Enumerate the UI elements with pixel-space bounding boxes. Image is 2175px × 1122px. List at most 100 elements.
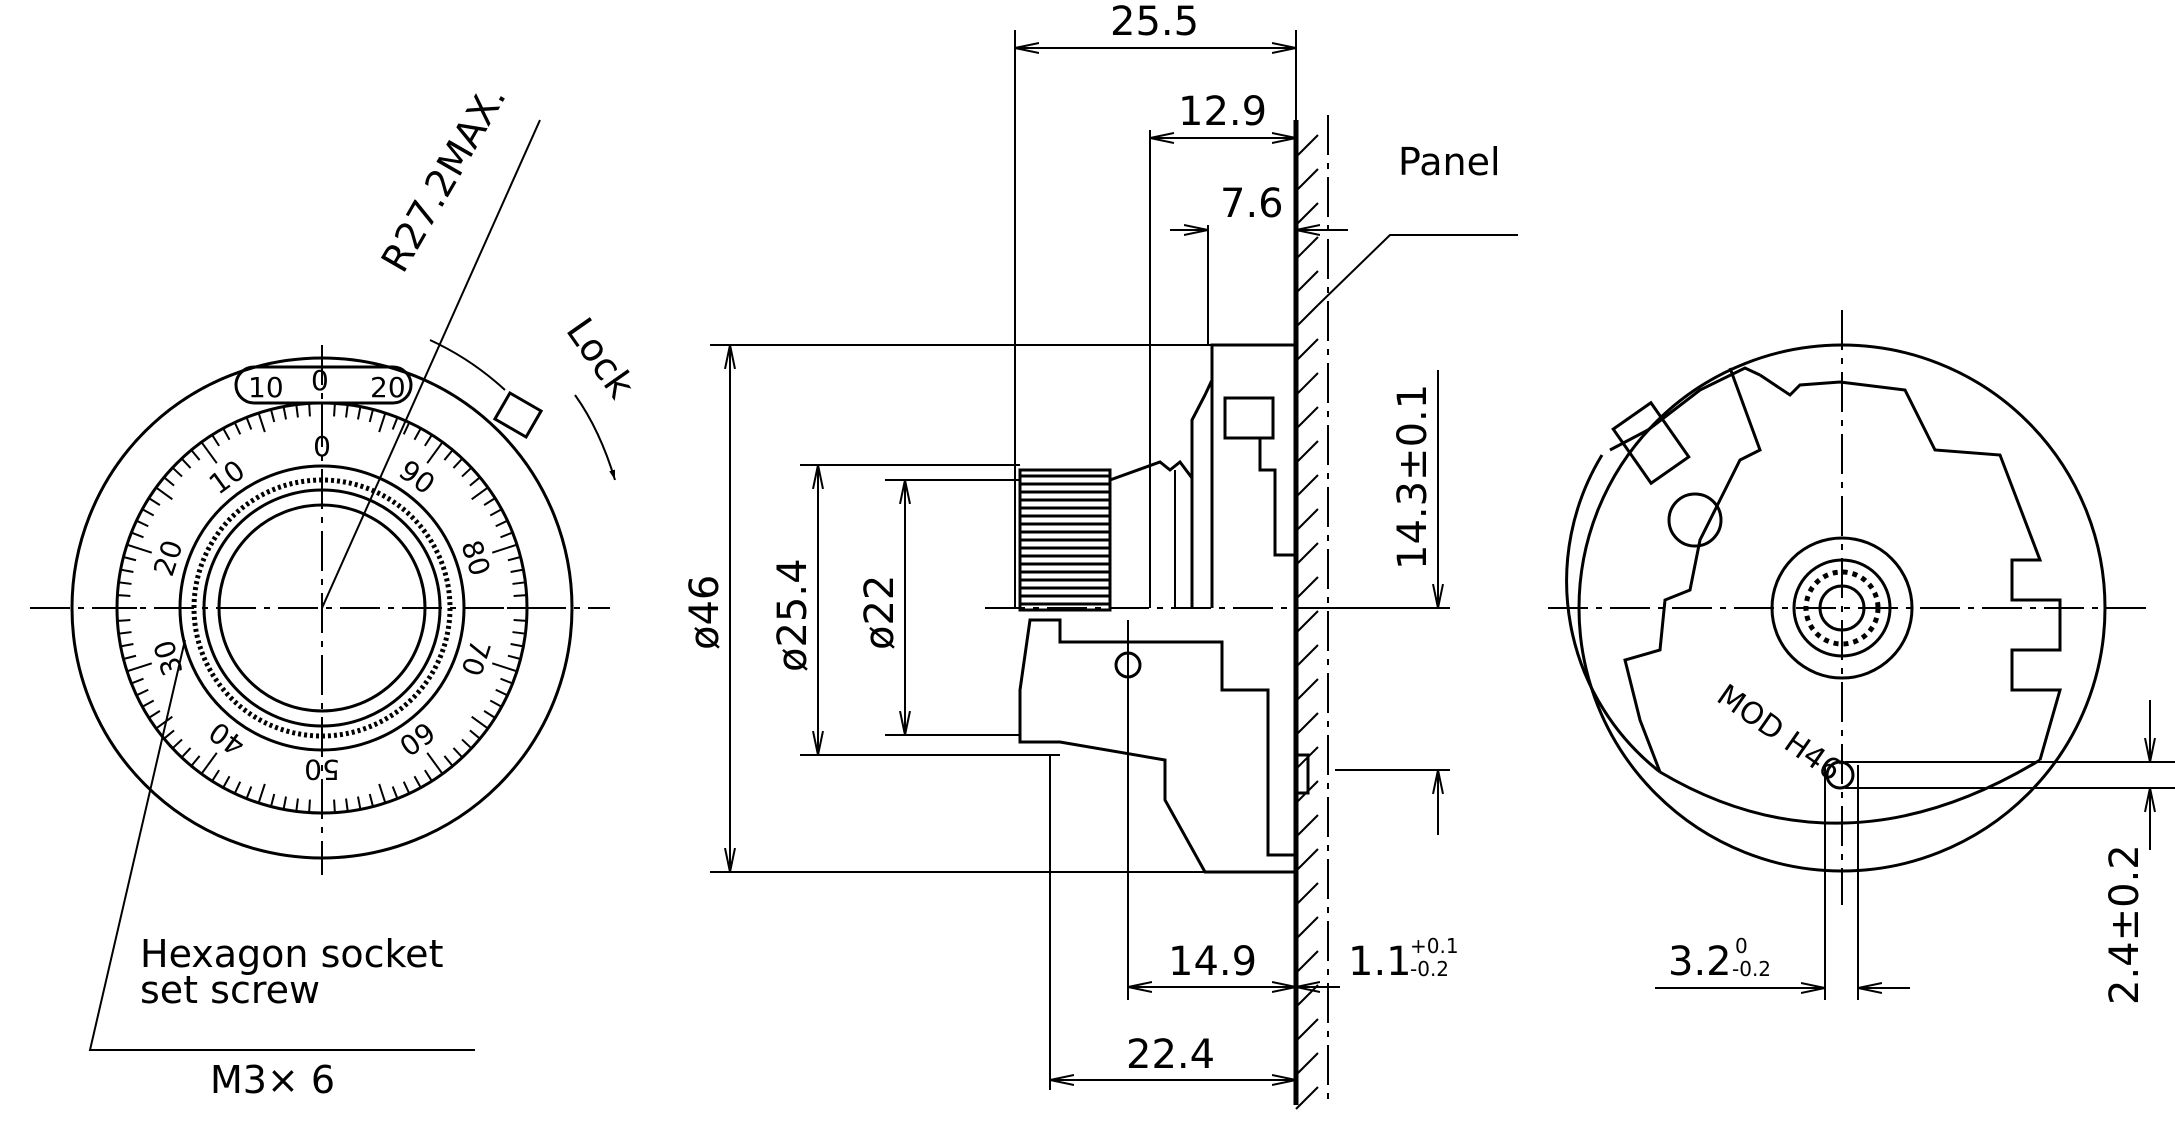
- rear-cam-left-edge: [1623, 367, 1762, 773]
- dial-tick: [118, 631, 132, 635]
- dial-tick: [495, 519, 508, 528]
- rear-inner-arc-left: [1565, 454, 1661, 774]
- dial-tick: [495, 688, 508, 697]
- dial-tick: [391, 786, 399, 799]
- dial-tick: [378, 783, 387, 804]
- rear-pin-hole: [1667, 492, 1723, 548]
- dial-tick: [402, 422, 411, 435]
- dial-tick: [123, 556, 137, 562]
- dial-tick: [368, 793, 374, 807]
- dial-tick: [500, 531, 513, 539]
- lock-label: Lock: [558, 310, 644, 406]
- dial-tick: [489, 699, 503, 708]
- radius-leader-line: [321, 119, 541, 609]
- dial-tick: [118, 581, 132, 585]
- dial-tick: [190, 755, 201, 767]
- rear-outer-circle: [1577, 343, 2107, 873]
- dial-tick: [513, 594, 527, 597]
- dial-tick: [391, 417, 399, 430]
- dial-tick: [131, 677, 144, 685]
- panel-hatch-stroke: [1295, 1052, 1319, 1076]
- dial-tick: [424, 769, 433, 782]
- panel-hatch-stroke: [1295, 576, 1319, 600]
- shaft-boss-ring: [1792, 558, 1892, 658]
- screw-leader-line: [88, 639, 475, 1051]
- counter-label-20: 20: [370, 371, 406, 404]
- dial-tick: [245, 786, 253, 799]
- dial-tick: [222, 427, 231, 441]
- dial-tick: [141, 508, 155, 517]
- dial-tick: [131, 531, 144, 539]
- panel-hatch: [1295, 134, 1319, 1110]
- side-view: 25.5 12.9 7.6 Panel ø46 ø25.4 ø22 14.3±0…: [682, 0, 1518, 1110]
- dim-label-dia-46: ø46: [682, 575, 728, 650]
- dial-tick: [148, 710, 161, 719]
- dim-tol-1-1-upper: +0.1: [1410, 934, 1459, 958]
- dial-tick: [356, 406, 362, 420]
- panel-hatch-stroke: [1295, 644, 1319, 668]
- dial-tick: [120, 568, 134, 574]
- panel-hatch-stroke: [1295, 814, 1319, 838]
- dial-tick: [413, 775, 422, 789]
- dial-tick: [333, 403, 336, 417]
- dial-tick: [489, 508, 503, 517]
- dial-scale-label: 90: [393, 454, 441, 502]
- dial-tick: [245, 417, 253, 430]
- screw-label-line1: Hexagon socket: [140, 932, 443, 976]
- dial-tick: [443, 449, 454, 461]
- dial-tick: [513, 619, 527, 622]
- panel-leader-line: [1317, 234, 1518, 306]
- dial-tick: [295, 404, 299, 418]
- dial-tick: [233, 422, 242, 435]
- dial-tick: [233, 781, 242, 794]
- shaft-boss-outer: [1770, 536, 1914, 680]
- panel-hatch-stroke: [1295, 712, 1319, 736]
- dial-tick: [308, 799, 311, 813]
- dial-tick: [500, 677, 513, 685]
- dial-scale-label: 10: [203, 454, 251, 502]
- panel-hatch-stroke: [1295, 882, 1319, 906]
- dim-tol-3-2-upper: 0: [1735, 934, 1748, 958]
- dial-tick: [345, 404, 349, 418]
- dial-tick: [117, 594, 131, 597]
- dial-tick: [507, 556, 521, 562]
- counter-label-0: 0: [311, 364, 329, 397]
- dial-tick: [512, 631, 526, 635]
- dial-tick: [443, 755, 454, 767]
- dial-tick: [510, 568, 524, 574]
- knurled-grip: [1018, 468, 1112, 612]
- dial-tick: [190, 449, 201, 461]
- locating-pin: [1294, 753, 1310, 795]
- panel-hatch-stroke: [1295, 406, 1319, 430]
- panel-hatch-stroke: [1295, 474, 1319, 498]
- dial-tick: [378, 412, 387, 433]
- model-marking: MOD H46: [1710, 678, 1847, 789]
- dim-label-14-9: 14.9: [1168, 939, 1257, 985]
- dim-label-7-6: 7.6: [1220, 181, 1284, 227]
- dial-tick: [120, 642, 134, 648]
- dial-tick: [136, 519, 149, 528]
- dial-tick: [295, 798, 299, 812]
- panel-hatch-stroke: [1295, 610, 1319, 634]
- dim-label-12-9: 12.9: [1178, 89, 1267, 135]
- dial-tick: [270, 409, 276, 423]
- scale-inner-circle: [178, 464, 466, 752]
- screw-label-line2: set screw: [140, 968, 320, 1012]
- dial-tick: [171, 738, 183, 750]
- dial-tick: [282, 406, 288, 420]
- dial-tick: [155, 715, 173, 730]
- dial-tick: [148, 497, 161, 506]
- dial-tick: [452, 747, 464, 759]
- panel-hatch-stroke: [1295, 508, 1319, 532]
- lock-arrow: [574, 394, 616, 481]
- panel-hatch-stroke: [1295, 916, 1319, 940]
- panel-hatch-stroke: [1295, 202, 1319, 226]
- dial-tick: [356, 796, 362, 810]
- radius-arc-mark: [429, 339, 506, 391]
- dim-label-25-5: 25.5: [1110, 0, 1199, 45]
- inner-cap-ring: [202, 488, 442, 728]
- dial-tick: [461, 738, 473, 750]
- dial-tick: [200, 752, 218, 775]
- panel-hatch-stroke: [1295, 168, 1319, 192]
- dial-tick: [171, 466, 183, 478]
